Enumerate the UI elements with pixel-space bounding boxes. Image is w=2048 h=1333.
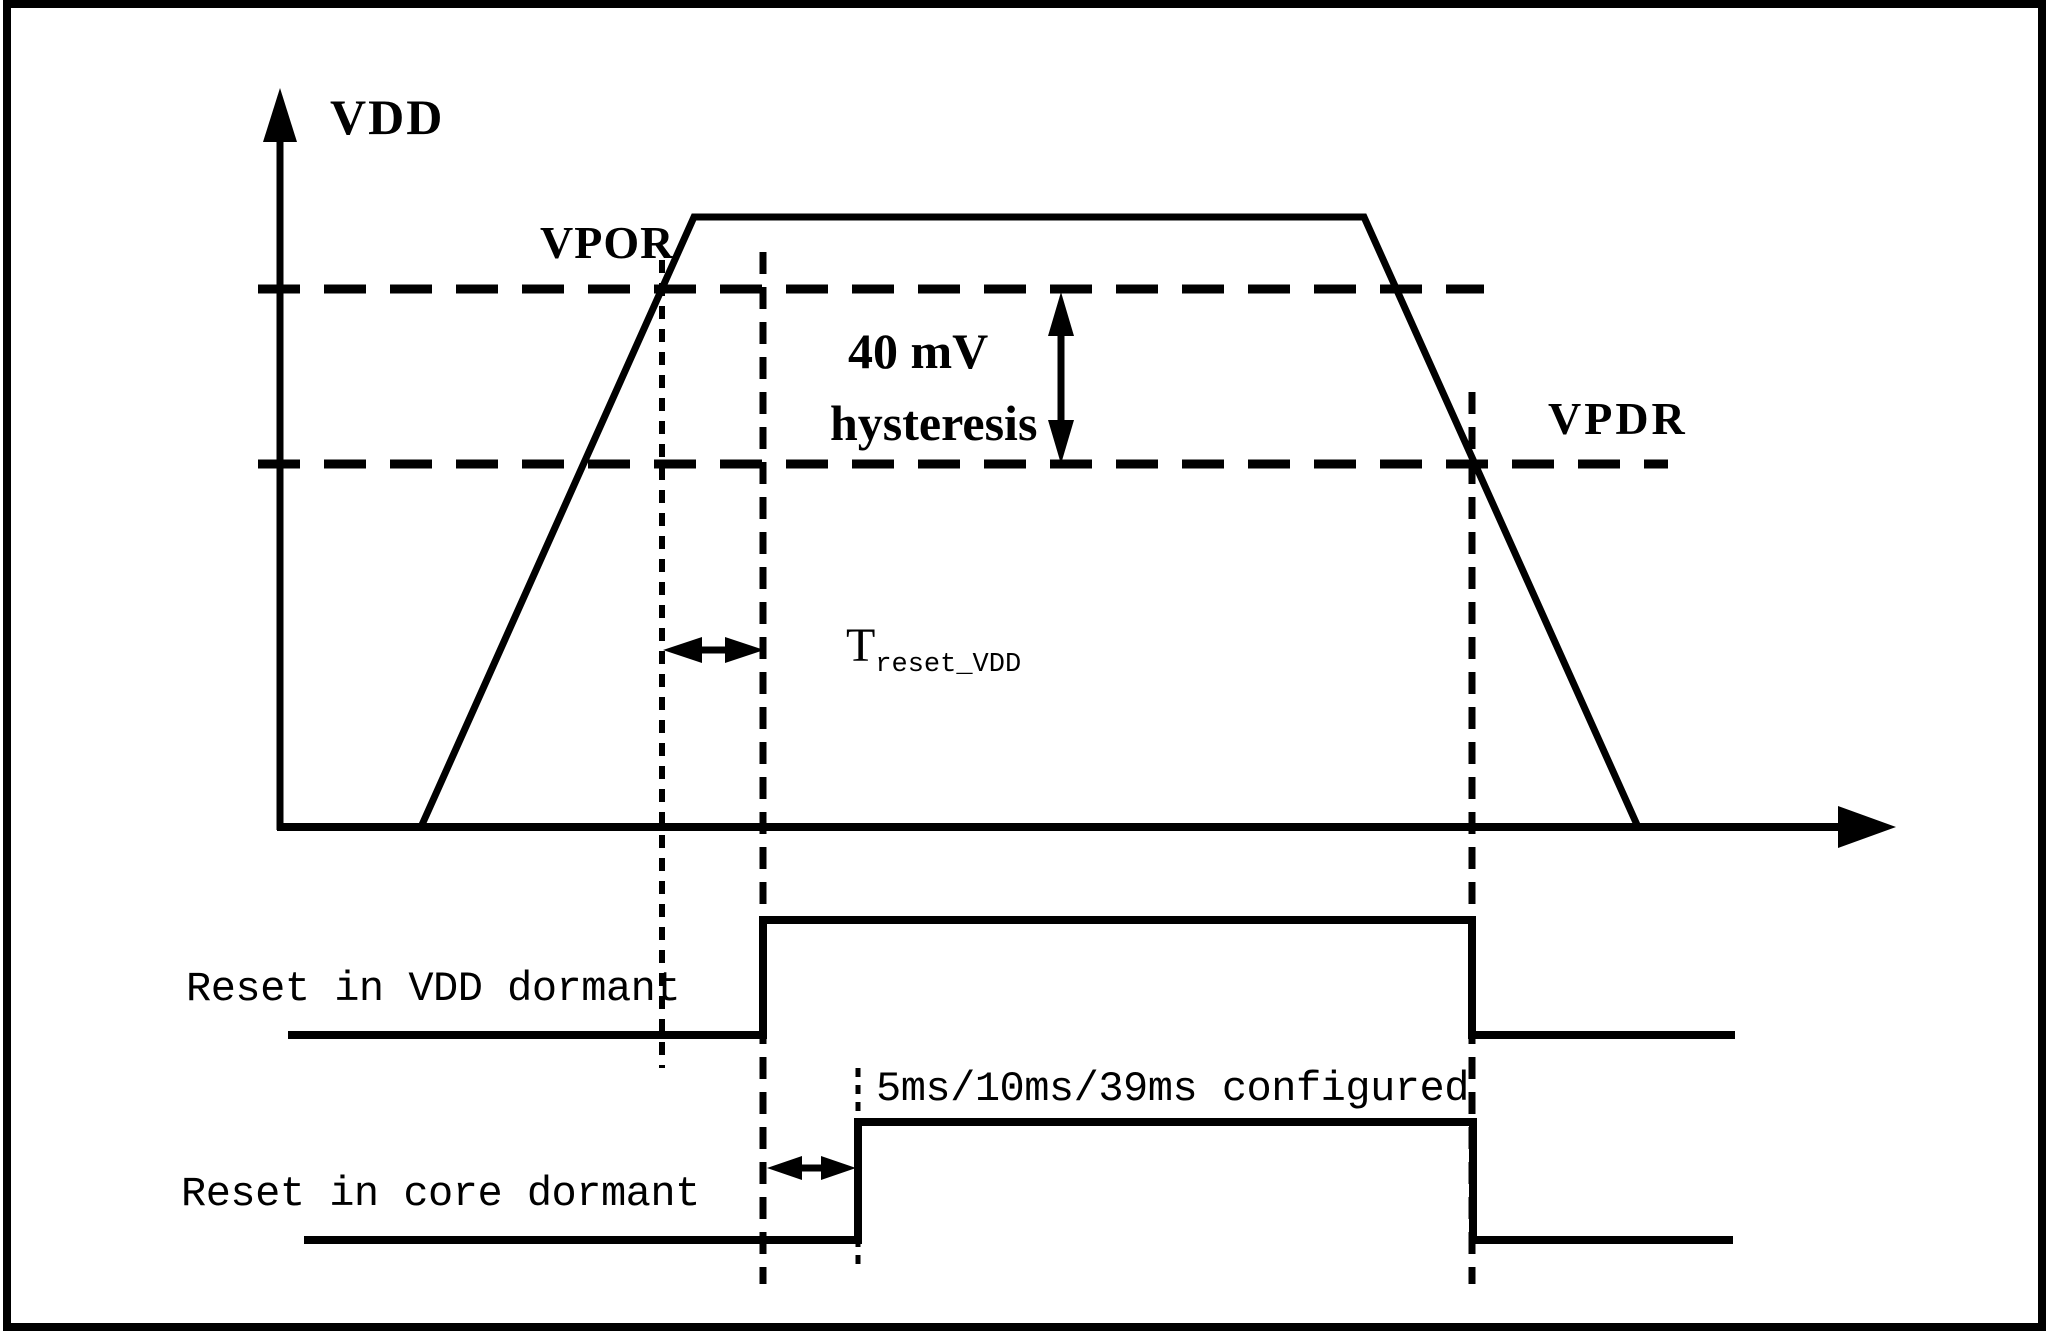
reset-core-dormant-waveform bbox=[304, 1118, 1733, 1244]
page-border bbox=[3, 0, 2046, 1331]
reset-vdd-dormant-waveform bbox=[288, 916, 1735, 1039]
hysteresis-arrow-down-icon bbox=[1048, 420, 1074, 464]
hysteresis-arrow-up-icon bbox=[1048, 292, 1074, 336]
x-axis-arrow-icon bbox=[1838, 806, 1896, 848]
vdd-waveform bbox=[417, 213, 1642, 829]
treset-arrow-right-icon bbox=[725, 637, 764, 663]
core-delay-arrow-left-icon bbox=[767, 1156, 802, 1180]
y-axis-arrow-icon bbox=[263, 88, 297, 142]
treset-arrow-left-icon bbox=[663, 637, 702, 663]
core-delay-arrow-right-icon bbox=[821, 1156, 856, 1180]
